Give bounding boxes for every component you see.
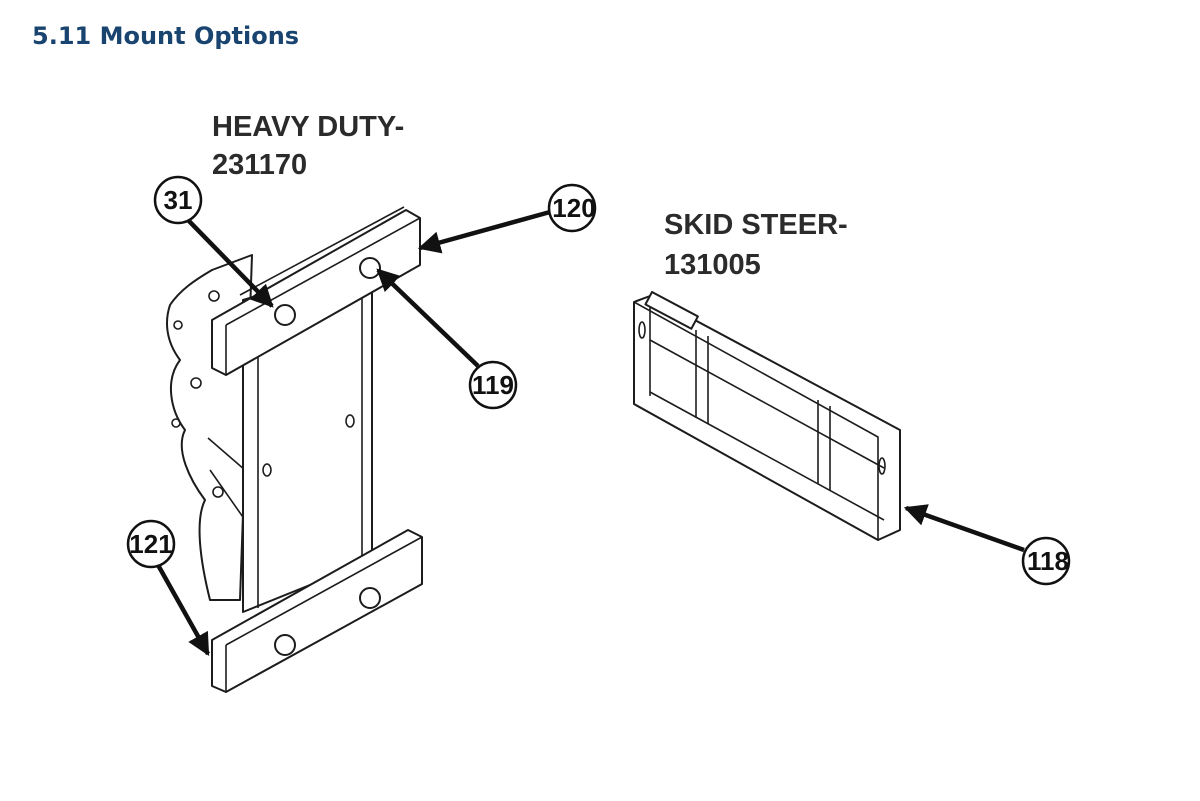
- callout-31-label: 31: [164, 185, 193, 215]
- skid-steer-latch: [644, 291, 699, 330]
- skid-steer-frame: [633, 295, 901, 541]
- callout-118: 118: [1021, 536, 1071, 586]
- heavy-duty-name: HEAVY DUTY-: [212, 111, 404, 143]
- arrow-121: [156, 563, 210, 656]
- skid-steer-part-number: 131005: [664, 249, 761, 281]
- top-bolt-left: [274, 304, 296, 326]
- callout-120-label: 120: [552, 193, 595, 223]
- bottom-bolt-left: [274, 634, 296, 656]
- skid-steer-mount-drawing: [633, 291, 901, 541]
- top-clamp-bar: [211, 209, 421, 376]
- bottom-clamp-bar: [211, 529, 423, 693]
- arrow-119: [376, 268, 480, 368]
- skid-steer-label: SKID STEER- 131005: [664, 209, 848, 281]
- heavy-duty-mount-drawing: [166, 206, 423, 693]
- bottom-bolt-right: [359, 587, 381, 609]
- leader-arrows: [156, 209, 1025, 656]
- callout-118-label: 118: [1027, 546, 1069, 576]
- section-title: 5.11 Mount Options: [32, 22, 300, 50]
- heavy-duty-part-number: 231170: [212, 149, 307, 181]
- arrow-120: [417, 209, 551, 254]
- skid-steer-name: SKID STEER-: [664, 209, 848, 241]
- callout-119: 119: [468, 360, 518, 410]
- callout-121: 121: [126, 519, 176, 569]
- callout-31: 31: [153, 175, 203, 225]
- top-bolt-right: [359, 257, 381, 279]
- callout-121-label: 121: [129, 529, 172, 559]
- arrow-118: [903, 504, 1025, 553]
- heavy-duty-label: HEAVY DUTY- 231170: [212, 111, 404, 181]
- arrow-31: [186, 218, 274, 308]
- callout-119-label: 119: [472, 370, 514, 400]
- callout-120: 120: [547, 183, 597, 233]
